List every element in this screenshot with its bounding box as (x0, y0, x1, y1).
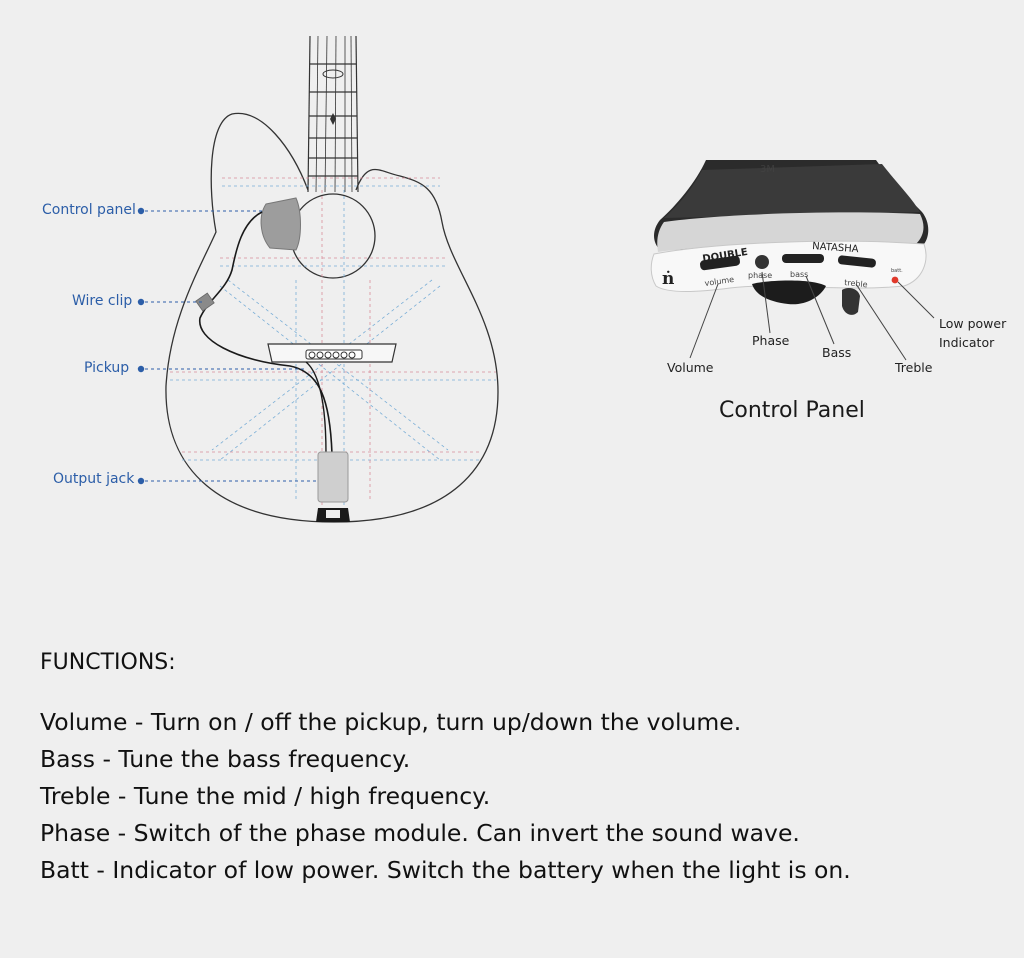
low-power-led (891, 276, 899, 284)
device-logo: ṅ (662, 269, 674, 289)
device-batt: batt. (891, 268, 903, 274)
device-knob-volume: volume (704, 275, 735, 288)
bass-slot (782, 254, 824, 263)
output-jack-body (317, 451, 349, 503)
functions-heading: FUNCTIONS: (40, 650, 176, 675)
callout-wire-clip: Wire clip (72, 293, 133, 309)
soundhole (290, 193, 376, 279)
bridge-pins (308, 351, 356, 359)
function-item: Batt - Indicator of low power. Switch th… (40, 856, 851, 884)
device-knob-treble: treble (844, 278, 868, 289)
wire-clip (195, 292, 215, 312)
function-item: Volume - Turn on / off the pickup, turn … (40, 708, 742, 736)
device-underside (752, 280, 826, 305)
label-volume: Volume (667, 360, 714, 375)
device-face (650, 240, 927, 292)
device-knob-bass: bass (790, 270, 808, 279)
guitar-neck (307, 35, 359, 193)
wire-pickup (305, 361, 327, 455)
label-low-power-line1: Low power (939, 316, 1007, 331)
control-panel-title: Control Panel (719, 398, 865, 423)
label-bass: Bass (822, 345, 852, 360)
guitar-body-outline (165, 112, 499, 523)
volume-slot (700, 255, 740, 271)
functions-list: Volume - Turn on / off the pickup, turn … (40, 704, 851, 889)
device-brand-right: NATASHA (812, 241, 859, 255)
callout-leaders (145, 210, 318, 482)
callout-pickup: Pickup (84, 360, 130, 376)
label-low-power-line2: Indicator (939, 335, 995, 350)
device-top-sheen (664, 164, 920, 218)
callout-control-panel: Control panel (42, 202, 136, 218)
function-item: Phase - Switch of the phase module. Can … (40, 819, 800, 847)
device-watermark: 3M (760, 164, 775, 175)
callout-dots (137, 207, 145, 485)
inlay-ornament (322, 69, 344, 79)
phase-button (755, 255, 769, 269)
function-item: Treble - Tune the mid / high frequency. (40, 782, 491, 810)
control-panel-leaders (689, 271, 935, 361)
bracing-lines (170, 177, 496, 520)
guitar-control-panel (260, 197, 301, 251)
label-treble: Treble (895, 360, 933, 375)
callout-output-jack: Output jack (53, 471, 135, 487)
control-panel-device (650, 160, 929, 315)
device-knob-phase: phase (748, 271, 772, 280)
inlay-diamond (330, 113, 336, 125)
function-item: Bass - Tune the bass frequency. (40, 745, 411, 773)
wire (199, 211, 333, 455)
label-phase: Phase (752, 333, 790, 348)
treble-slot (837, 255, 876, 268)
treble-knob (842, 288, 860, 315)
